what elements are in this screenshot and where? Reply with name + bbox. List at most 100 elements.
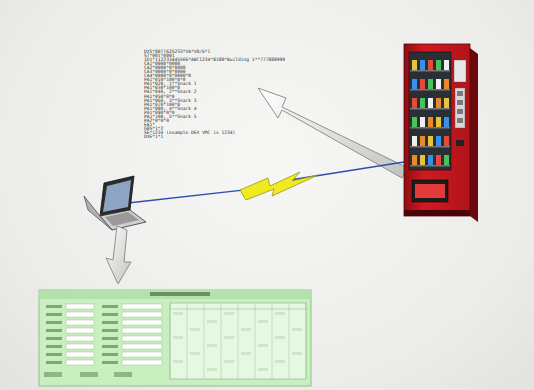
product bbox=[436, 136, 441, 146]
button bbox=[457, 118, 463, 123]
grid-line bbox=[170, 303, 171, 379]
product bbox=[428, 136, 433, 146]
shelf bbox=[410, 127, 450, 129]
product bbox=[436, 60, 441, 70]
field-box bbox=[66, 320, 94, 325]
shelf bbox=[410, 89, 450, 91]
field-label bbox=[46, 313, 62, 316]
grid-line bbox=[255, 303, 256, 379]
field-label bbox=[46, 321, 62, 324]
grid-cell bbox=[224, 360, 234, 363]
grid-cell bbox=[207, 320, 217, 323]
field-box bbox=[66, 352, 94, 357]
product bbox=[428, 155, 433, 165]
product bbox=[444, 136, 449, 146]
grid-cell bbox=[173, 336, 183, 339]
field-box bbox=[122, 312, 162, 317]
grid-cell bbox=[258, 368, 268, 371]
grid-cell bbox=[190, 352, 200, 355]
vending-machine bbox=[404, 44, 478, 222]
grid-cell bbox=[241, 328, 251, 331]
field-label bbox=[46, 361, 62, 364]
field-label bbox=[46, 329, 62, 332]
grid-line bbox=[306, 303, 307, 379]
field-label bbox=[102, 353, 118, 356]
data-line: DXE*1*1 bbox=[144, 135, 285, 139]
product bbox=[444, 155, 449, 165]
field-label bbox=[102, 361, 118, 364]
product bbox=[412, 98, 417, 108]
grid-cell bbox=[275, 312, 285, 315]
field-box bbox=[122, 352, 162, 357]
grid-line bbox=[170, 309, 306, 310]
grid-cell bbox=[241, 352, 251, 355]
field-box bbox=[122, 344, 162, 349]
grid-line bbox=[289, 303, 290, 379]
grid-cell bbox=[173, 312, 183, 315]
product bbox=[412, 60, 417, 70]
grid-cell bbox=[207, 368, 217, 371]
dex-data-text: DXS*8077625233*VA*V0/6*1ST*001*0001ID1*1… bbox=[144, 50, 285, 139]
grid-cell bbox=[258, 344, 268, 347]
grid-cell bbox=[292, 352, 302, 355]
product bbox=[428, 79, 433, 89]
field-label bbox=[102, 345, 118, 348]
product bbox=[412, 117, 417, 127]
button bbox=[457, 91, 463, 96]
grid-line bbox=[238, 303, 239, 379]
grid-cell bbox=[275, 360, 285, 363]
grid-cell bbox=[275, 336, 285, 339]
product bbox=[444, 60, 449, 70]
product bbox=[420, 155, 425, 165]
field-box bbox=[66, 328, 94, 333]
product bbox=[412, 136, 417, 146]
field-box bbox=[66, 360, 94, 365]
grid-cell bbox=[190, 328, 200, 331]
field-box bbox=[122, 304, 162, 309]
field-box bbox=[122, 360, 162, 365]
field-label bbox=[102, 313, 118, 316]
screen-arrow bbox=[106, 226, 131, 284]
data-line: SE*1234 (example DEX VMC is 1234) bbox=[144, 131, 285, 135]
product bbox=[444, 117, 449, 127]
wireless-link bbox=[128, 162, 404, 203]
product bbox=[420, 79, 425, 89]
product bbox=[444, 79, 449, 89]
grid-cell bbox=[292, 328, 302, 331]
button bbox=[457, 100, 463, 105]
grid-cell bbox=[258, 320, 268, 323]
field-box bbox=[66, 304, 94, 309]
grid-line bbox=[187, 303, 188, 379]
data-line: PA2*0*0*0 bbox=[144, 119, 285, 123]
grid-line bbox=[204, 303, 205, 379]
grid-line bbox=[221, 303, 222, 379]
shelf bbox=[410, 70, 450, 72]
button bbox=[457, 109, 463, 114]
product bbox=[412, 155, 417, 165]
field-box bbox=[122, 320, 162, 325]
grid-cell bbox=[224, 312, 234, 315]
data-line: EA1* bbox=[144, 123, 285, 127]
field-label bbox=[46, 305, 62, 308]
product bbox=[428, 98, 433, 108]
product bbox=[444, 98, 449, 108]
field-label bbox=[102, 305, 118, 308]
grid-cell bbox=[224, 336, 234, 339]
grid-cell bbox=[207, 344, 217, 347]
grid-cell bbox=[173, 360, 183, 363]
field-box bbox=[66, 336, 94, 341]
shelf bbox=[410, 108, 450, 110]
field-box bbox=[66, 312, 94, 317]
product bbox=[420, 117, 425, 127]
product bbox=[420, 136, 425, 146]
product bbox=[436, 98, 441, 108]
product bbox=[412, 79, 417, 89]
field-label bbox=[46, 337, 62, 340]
field-label bbox=[46, 345, 62, 348]
field-box bbox=[122, 336, 162, 341]
product bbox=[428, 60, 433, 70]
product bbox=[436, 117, 441, 127]
field-label bbox=[102, 321, 118, 324]
shelf bbox=[410, 146, 450, 148]
product bbox=[436, 155, 441, 165]
